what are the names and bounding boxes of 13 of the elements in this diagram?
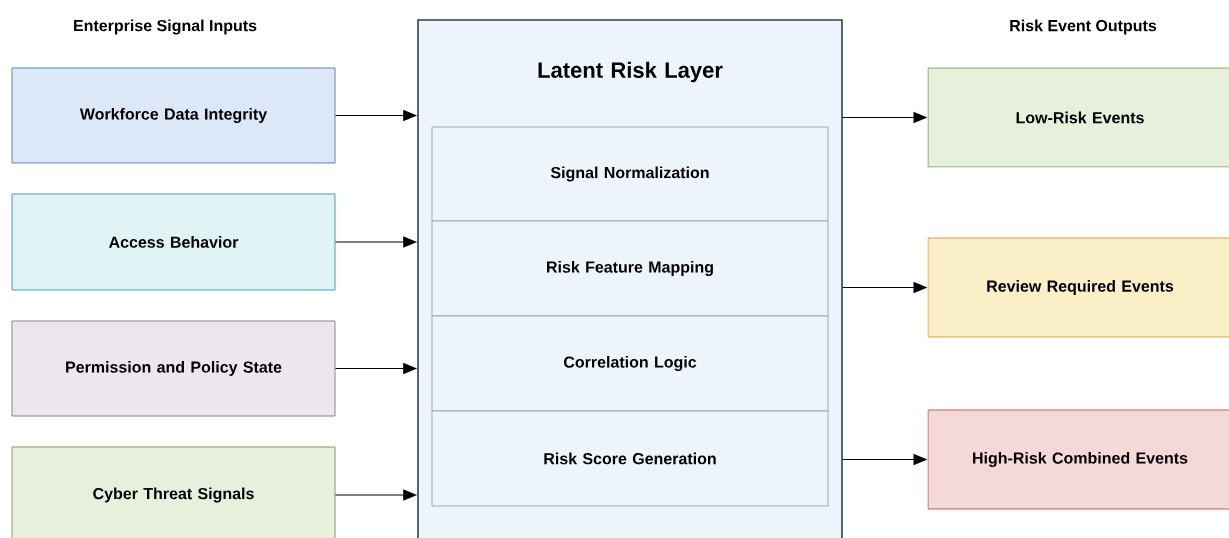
input-box: Workforce Data Integrity (11, 67, 336, 164)
input-box: Access Behavior (11, 193, 336, 291)
column-heading: Risk Event Outputs (1010, 19, 1157, 35)
stage-box: Correlation Logic (431, 315, 829, 412)
column-heading: Enterprise Signal Inputs (74, 19, 257, 35)
stage-box: Signal Normalization (431, 126, 829, 222)
stage-box: Risk Score Generation (431, 410, 829, 507)
output-box: High-Risk Combined Events (927, 409, 1229, 510)
input-box: Permission and Policy State (11, 320, 336, 417)
output-box: Review Required Events (927, 237, 1229, 338)
stage-box: Risk Feature Mapping (431, 220, 829, 317)
output-box: Low-Risk Events (927, 67, 1229, 168)
input-box: Cyber Threat Signals (11, 446, 336, 538)
